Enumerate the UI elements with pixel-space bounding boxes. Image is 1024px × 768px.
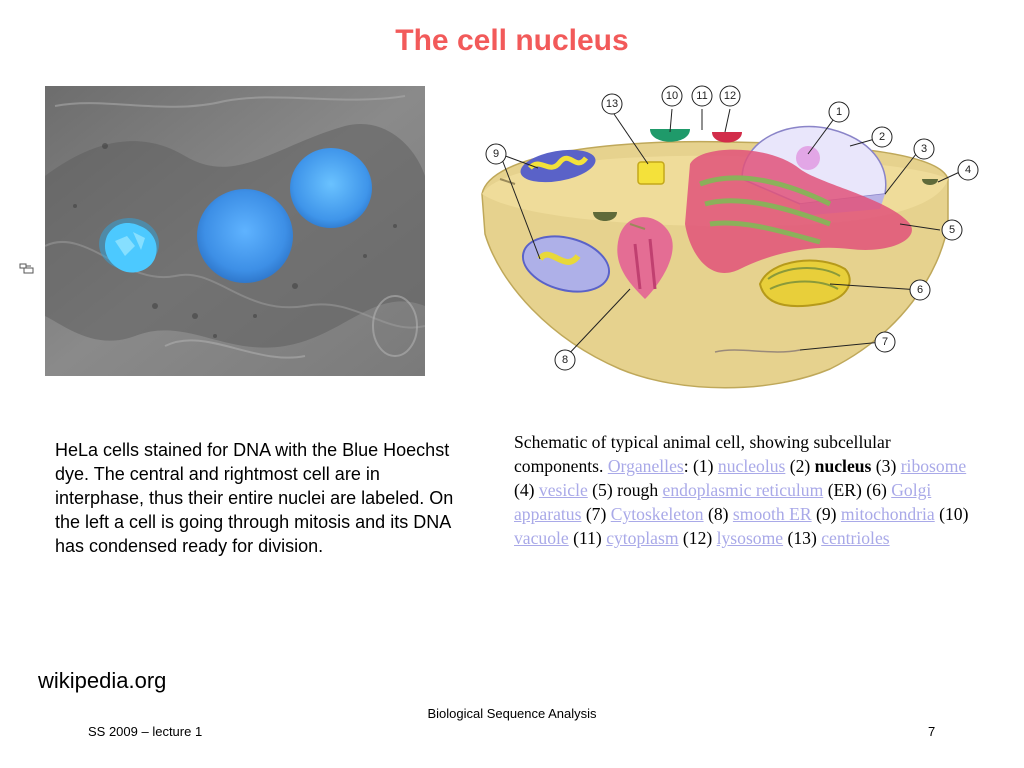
callout-13: 13 [606, 98, 618, 110]
link-ribosome[interactable]: ribosome [900, 456, 967, 476]
callout-1: 1 [836, 106, 842, 118]
animal-cell-schematic: 1 2 3 4 5 6 7 8 9 10 11 12 13 [470, 84, 990, 404]
caption-text: (3) [871, 456, 901, 476]
caption-text: (2) [785, 456, 815, 476]
link-lysosome[interactable]: lysosome [716, 528, 784, 548]
link-cytoskeleton[interactable]: Cytoskeleton [610, 504, 704, 524]
callout-12: 12 [724, 90, 736, 102]
link-smooth-er[interactable]: smooth ER [732, 504, 812, 524]
nucleus-bold-label: nucleus [814, 456, 872, 476]
footer-lecture: SS 2009 – lecture 1 [88, 724, 203, 739]
hela-caption: HeLa cells stained for DNA with the Blue… [55, 440, 454, 556]
callout-11: 11 [696, 90, 707, 102]
link-nucleolus[interactable]: nucleolus [717, 456, 786, 476]
caption-text: (9) [811, 504, 841, 524]
slide-title: The cell nucleus [395, 24, 629, 57]
callout-3: 3 [921, 143, 927, 155]
caption-text: : (1) [683, 456, 718, 476]
caption-text: (4) [514, 480, 539, 500]
slide-object-icon[interactable] [19, 262, 35, 274]
callout-4: 4 [965, 164, 971, 176]
caption-text: (8) [703, 504, 733, 524]
callout-markers [485, 85, 979, 371]
callout-7: 7 [882, 336, 888, 348]
caption-text: (11) [568, 528, 607, 548]
callout-2: 2 [879, 131, 885, 143]
link-vacuole[interactable]: vacuole [514, 528, 569, 548]
source-label: wikipedia.org [38, 668, 167, 693]
callout-5: 5 [949, 224, 955, 236]
link-mitochondria[interactable]: mitochondria [840, 504, 935, 524]
link-cytoplasm[interactable]: cytoplasm [606, 528, 679, 548]
callout-10: 10 [666, 90, 678, 102]
link-centrioles[interactable]: centrioles [821, 528, 890, 548]
link-organelles[interactable]: Organelles [607, 456, 684, 476]
callout-6: 6 [917, 284, 923, 296]
schematic-caption: Schematic of typical animal cell, showin… [514, 430, 982, 550]
caption-text: (13) [783, 528, 822, 548]
link-vesicle[interactable]: vesicle [538, 480, 588, 500]
caption-text: (12) [678, 528, 717, 548]
caption-text: (5) rough [587, 480, 663, 500]
callout-9: 9 [493, 148, 499, 160]
caption-text: (10) [934, 504, 969, 524]
footer-page-number: 7 [928, 724, 936, 739]
callout-8: 8 [562, 354, 568, 366]
schematic-intro: Schematic of typical animal cell, showin… [514, 432, 891, 476]
footer-course-title: Biological Sequence Analysis [427, 706, 597, 721]
hela-cells-photo [45, 86, 425, 376]
caption-text: (7) [581, 504, 611, 524]
link-golgi-apparatus[interactable]: Golgi apparatus [514, 480, 932, 524]
caption-text: (ER) (6) [823, 480, 892, 500]
link-endoplasmic-reticulum[interactable]: endoplasmic reticulum [662, 480, 824, 500]
